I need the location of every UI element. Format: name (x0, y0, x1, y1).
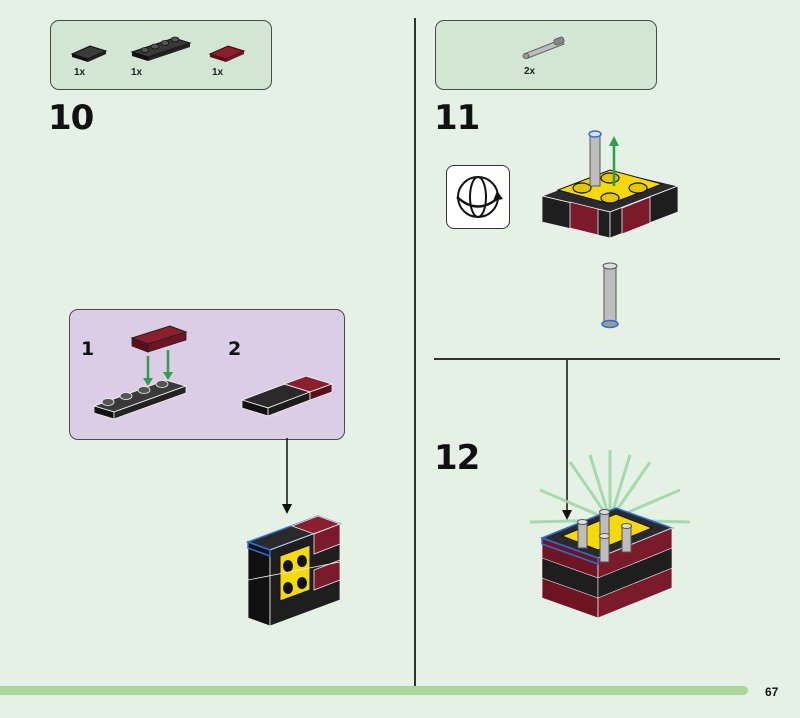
substep2-result-illustration (240, 375, 334, 417)
page-progress-bar (0, 686, 748, 695)
substep1-assembly-illustration (92, 325, 188, 420)
step10-assembly-illustration (245, 515, 343, 627)
substep-number: 2 (228, 338, 242, 360)
callout-pointer-arrow (282, 438, 292, 514)
part-qty: 2x (524, 66, 536, 77)
dark-red-tile-1x2-icon (208, 45, 246, 62)
part-qty: 1x (74, 67, 86, 78)
substep-callout (69, 309, 345, 440)
black-plate-1x4-icon (130, 36, 192, 61)
step-number: 12 (434, 438, 480, 478)
page-number: 67 (765, 685, 779, 699)
step11-parts-list (435, 20, 657, 90)
step12-completed-block-illustration (529, 450, 691, 619)
vertical-divider (414, 18, 416, 686)
part-qty: 1x (131, 67, 143, 78)
part-qty: 1x (212, 67, 224, 78)
black-tile-1x2-icon (70, 45, 108, 62)
step-number: 10 (48, 98, 94, 138)
horizontal-divider (434, 358, 780, 360)
step-number: 11 (434, 98, 480, 138)
rotate-model-icon (446, 165, 510, 229)
step11-assembly-illustration (540, 130, 680, 329)
substep-number: 1 (81, 338, 95, 360)
step11-to-12-pointer-arrow (562, 360, 572, 520)
gray-bar-icon (522, 36, 565, 59)
